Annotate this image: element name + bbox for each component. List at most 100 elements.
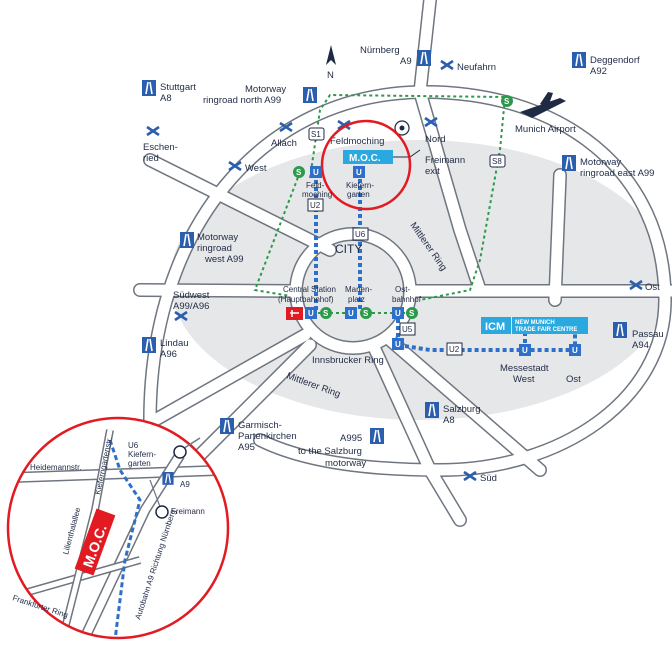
label-a995-to: to the Salzburg	[298, 446, 362, 457]
label-innsbrucker-ring: Innsbrucker Ring	[312, 355, 384, 366]
label-eschenried-2: ried	[143, 153, 159, 164]
sbahn-west-icon: S	[293, 166, 305, 178]
motorway-sign-stuttgart-icon	[141, 79, 157, 97]
label-platz: platz	[348, 295, 365, 304]
label-deggendorf: Deggendorf	[590, 55, 640, 66]
inset-freimann-label: Freimann	[171, 507, 205, 516]
motorway-sign-passau-icon	[612, 321, 628, 339]
label-marien: Marien-	[345, 285, 372, 294]
label-sudwest: Südwest	[173, 290, 210, 301]
airplane-icon	[520, 92, 566, 118]
u2-east-tag: U2	[446, 342, 463, 356]
compass-north-label: N	[327, 70, 334, 81]
icm-label: ICM	[485, 321, 505, 333]
svg-text:U5: U5	[402, 325, 413, 334]
label-west: West	[245, 163, 267, 174]
label-garmisch-2: Partenkirchen	[238, 431, 297, 442]
label-deggendorf-road: A92	[590, 66, 607, 77]
svg-text:S: S	[409, 309, 415, 318]
junction-neufahrn-icon	[439, 59, 455, 71]
icm-box	[481, 317, 511, 334]
inset-garten-label: garten	[128, 459, 151, 468]
trade-fair-line1: NEW MUNICH	[515, 320, 555, 326]
ubahn-messestadt-ost-icon: U	[569, 344, 581, 356]
motorway-sign-salzburg-icon	[424, 401, 440, 419]
inset-heidemann-label: Heidemannstr.	[30, 463, 82, 472]
label-garmisch: Garmisch-	[238, 420, 282, 431]
ubahn-line-u2-east	[397, 323, 577, 352]
football-icon	[394, 120, 410, 136]
label-bahnhof: bahnhof	[392, 295, 422, 304]
motorway-sign-west-icon	[179, 231, 195, 249]
label-a995-motorway: motorway	[325, 458, 366, 469]
u6-tag: U6	[352, 227, 369, 241]
motorway-sign-lindau-icon	[141, 336, 157, 354]
db-rail-icon	[286, 307, 303, 320]
label-passau-road: A94	[632, 340, 649, 351]
u5-tag: U5	[399, 322, 416, 336]
svg-text:U6: U6	[355, 230, 366, 239]
s8-tag: S8	[489, 154, 506, 168]
label-west-motorway: Motorway	[197, 232, 238, 243]
inset-point-top-icon	[173, 445, 187, 459]
ubahn-kieferngarten-icon: U	[353, 166, 365, 178]
svg-text:U2: U2	[310, 201, 321, 210]
label-allach: Allach	[271, 138, 297, 149]
label-ost: Ost-	[395, 285, 410, 294]
motorway-sign-garmisch-icon	[219, 417, 235, 435]
motorway-sign-deggendorf-icon	[571, 51, 587, 69]
label-north-ringroad: ringroad north A99	[203, 95, 281, 106]
label-stuttgart: Stuttgart	[160, 82, 196, 93]
trade-fair-box	[512, 317, 588, 334]
svg-text:U: U	[356, 168, 362, 177]
label-east-motorway: Motorway	[580, 157, 621, 168]
inset-motorway-sign-icon	[161, 471, 175, 486]
inset-kiefern-label: Kiefern-	[128, 450, 156, 459]
label-feldmoching: Feldmoching	[330, 136, 384, 147]
label-ost: Ost	[645, 282, 660, 293]
label-nurnberg: Nürnberg	[360, 45, 400, 56]
label-sudwest-road: A99/A96	[173, 301, 209, 312]
ubahn-ostbahnhof-icon: U	[392, 307, 404, 319]
label-west-road: west A99	[204, 254, 244, 265]
inset-point-freimann-icon	[155, 505, 169, 519]
moc-box	[343, 150, 393, 164]
svg-text:U: U	[395, 340, 401, 349]
label-messestadt-west: West	[513, 374, 535, 385]
moc-inset-map	[6, 416, 230, 640]
moc-highlight-circle	[320, 119, 412, 211]
label-freimann: Freimann	[425, 155, 465, 166]
label-west-ringroad: ringroad	[197, 243, 232, 254]
s1-tag: S1	[308, 127, 325, 141]
svg-text:S: S	[363, 309, 369, 318]
motorway-sign-nurnberg-icon	[416, 49, 432, 67]
svg-text:S: S	[296, 168, 302, 177]
motorway-sign-north-icon	[302, 86, 318, 104]
svg-text:U: U	[522, 346, 528, 355]
u2-tag: U2	[307, 198, 324, 212]
road-inner	[134, 0, 672, 526]
svg-text:U: U	[395, 309, 401, 318]
sbahn-marienplatz-icon: S	[360, 307, 372, 319]
motorway-sign-a995-icon	[369, 427, 385, 445]
label-feld: Feld-	[306, 181, 325, 190]
ubahn-messestadt-west-icon: U	[519, 344, 531, 356]
label-hauptbahnhof: (Hauptbahnhof)	[278, 295, 334, 304]
svg-text:S8: S8	[492, 157, 502, 166]
label-nurnberg-road: A9	[400, 56, 412, 67]
label-lindau: Lindau	[160, 338, 189, 349]
label-north-motorway: Motorway	[245, 84, 286, 95]
ubahn-innsbrucker-icon: U	[392, 338, 404, 350]
label-salzburg-road: A8	[443, 415, 455, 426]
label-moching: moching	[302, 190, 332, 199]
sbahn-central-icon: S	[320, 307, 332, 319]
label-garmisch-road: A95	[238, 442, 255, 453]
city-label: CITY	[335, 242, 362, 256]
compass-arrow: N	[326, 45, 336, 81]
label-east-ringroad: ringroad east A99	[580, 168, 654, 179]
label-nord: Nord	[425, 134, 446, 145]
label-lindau-road: A96	[160, 349, 177, 360]
label-passau: Passau	[632, 329, 664, 340]
trade-fair-line2: TRADE FAIR CENTRE	[515, 327, 577, 333]
